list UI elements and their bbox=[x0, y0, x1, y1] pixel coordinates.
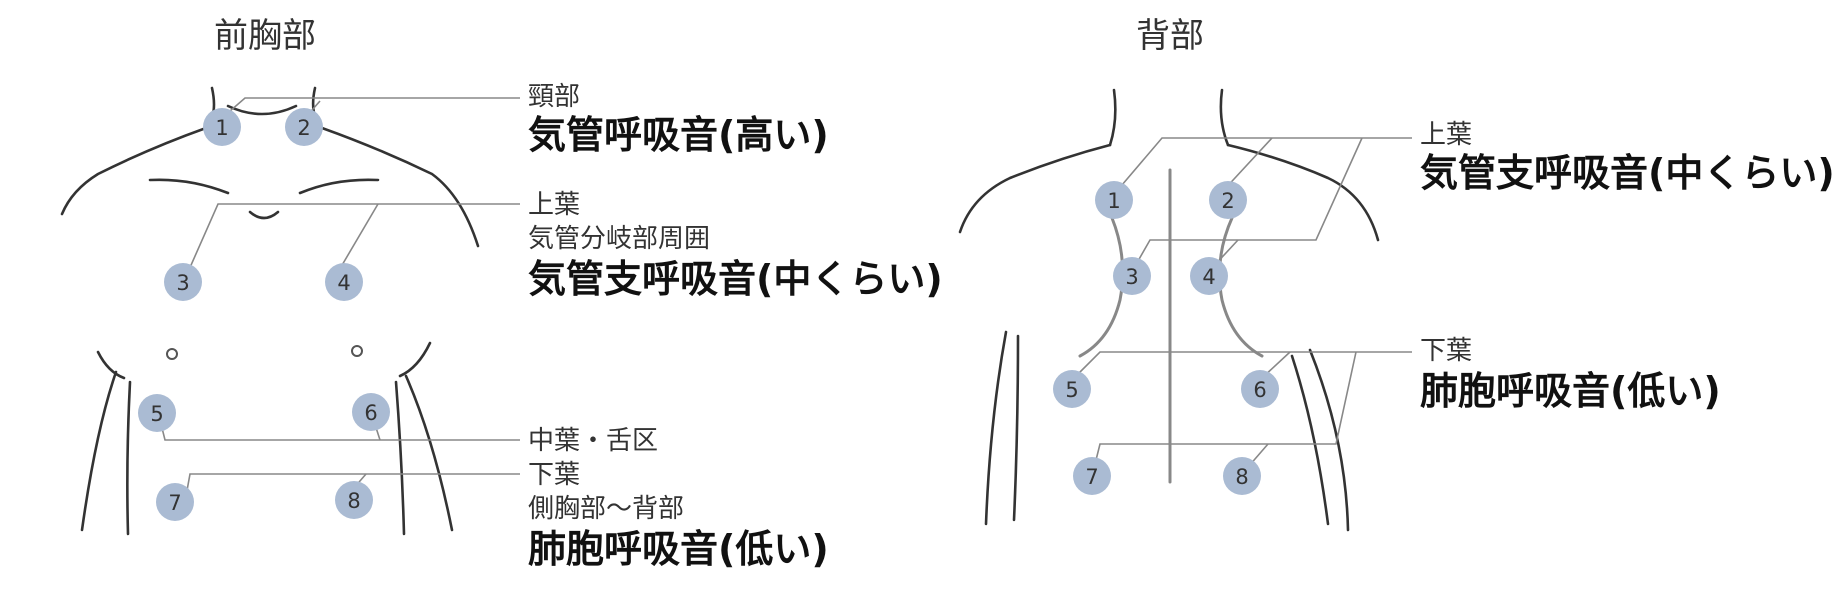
front-lateral-chest-label: 側胸部〜背部 bbox=[528, 494, 685, 524]
front-chest-title: 前胸部 bbox=[214, 16, 316, 56]
back-point-7: 7 bbox=[1073, 457, 1111, 495]
svg-text:6: 6 bbox=[1253, 378, 1266, 402]
svg-text:1: 1 bbox=[215, 116, 228, 140]
svg-text:3: 3 bbox=[1125, 265, 1138, 289]
front-point-4: 4 bbox=[325, 263, 363, 301]
svg-text:1: 1 bbox=[1107, 189, 1120, 213]
front-point-8: 8 bbox=[335, 481, 373, 519]
front-upper-lobe-label: 上葉 bbox=[528, 190, 581, 220]
svg-text:7: 7 bbox=[1085, 465, 1098, 489]
back-point-5: 5 bbox=[1053, 370, 1091, 408]
back-bronchial-sound-label: 気管支呼吸音(中くらい) bbox=[1420, 151, 1835, 195]
svg-text:2: 2 bbox=[1221, 189, 1234, 213]
front-neck-region-label: 頸部 bbox=[528, 82, 581, 112]
svg-text:8: 8 bbox=[347, 489, 360, 513]
back-point-4: 4 bbox=[1190, 257, 1228, 295]
svg-text:4: 4 bbox=[337, 271, 350, 295]
svg-text:2: 2 bbox=[297, 116, 310, 140]
back-point-2: 2 bbox=[1209, 181, 1247, 219]
back-lower-lobe-label: 下葉 bbox=[1420, 336, 1473, 366]
front-body-outline bbox=[60, 86, 480, 536]
back-point-1: 1 bbox=[1095, 181, 1133, 219]
front-tracheal-sound-label: 気管呼吸音(高い) bbox=[528, 113, 829, 157]
front-bronchial-sound-label: 気管支呼吸音(中くらい) bbox=[528, 257, 943, 301]
back-vesicular-sound-label: 肺胞呼吸音(低い) bbox=[1420, 369, 1721, 413]
svg-text:3: 3 bbox=[176, 271, 189, 295]
front-point-2: 2 bbox=[285, 108, 323, 146]
back-point-6: 6 bbox=[1241, 370, 1279, 408]
svg-text:4: 4 bbox=[1202, 265, 1215, 289]
front-vesicular-sound-label: 肺胞呼吸音(低い) bbox=[528, 527, 829, 571]
front-point-7: 7 bbox=[156, 483, 194, 521]
svg-text:5: 5 bbox=[150, 402, 163, 426]
front-point-1: 1 bbox=[203, 108, 241, 146]
front-lower-lobe-label: 下葉 bbox=[528, 460, 581, 490]
front-point-3: 3 bbox=[164, 263, 202, 301]
svg-text:8: 8 bbox=[1235, 465, 1248, 489]
front-middle-lobe-label: 中葉・舌区 bbox=[528, 426, 659, 456]
back-title: 背部 bbox=[1136, 16, 1204, 56]
back-point-8: 8 bbox=[1223, 457, 1261, 495]
back-body-outline bbox=[958, 88, 1380, 532]
back-point-3: 3 bbox=[1113, 257, 1151, 295]
svg-text:5: 5 bbox=[1065, 378, 1078, 402]
front-point-5: 5 bbox=[138, 394, 176, 432]
front-bifurcation-label: 気管分岐部周囲 bbox=[528, 224, 711, 254]
svg-text:7: 7 bbox=[168, 491, 181, 515]
svg-text:6: 6 bbox=[364, 401, 377, 425]
back-upper-lobe-label: 上葉 bbox=[1420, 120, 1473, 150]
front-point-6: 6 bbox=[352, 393, 390, 431]
